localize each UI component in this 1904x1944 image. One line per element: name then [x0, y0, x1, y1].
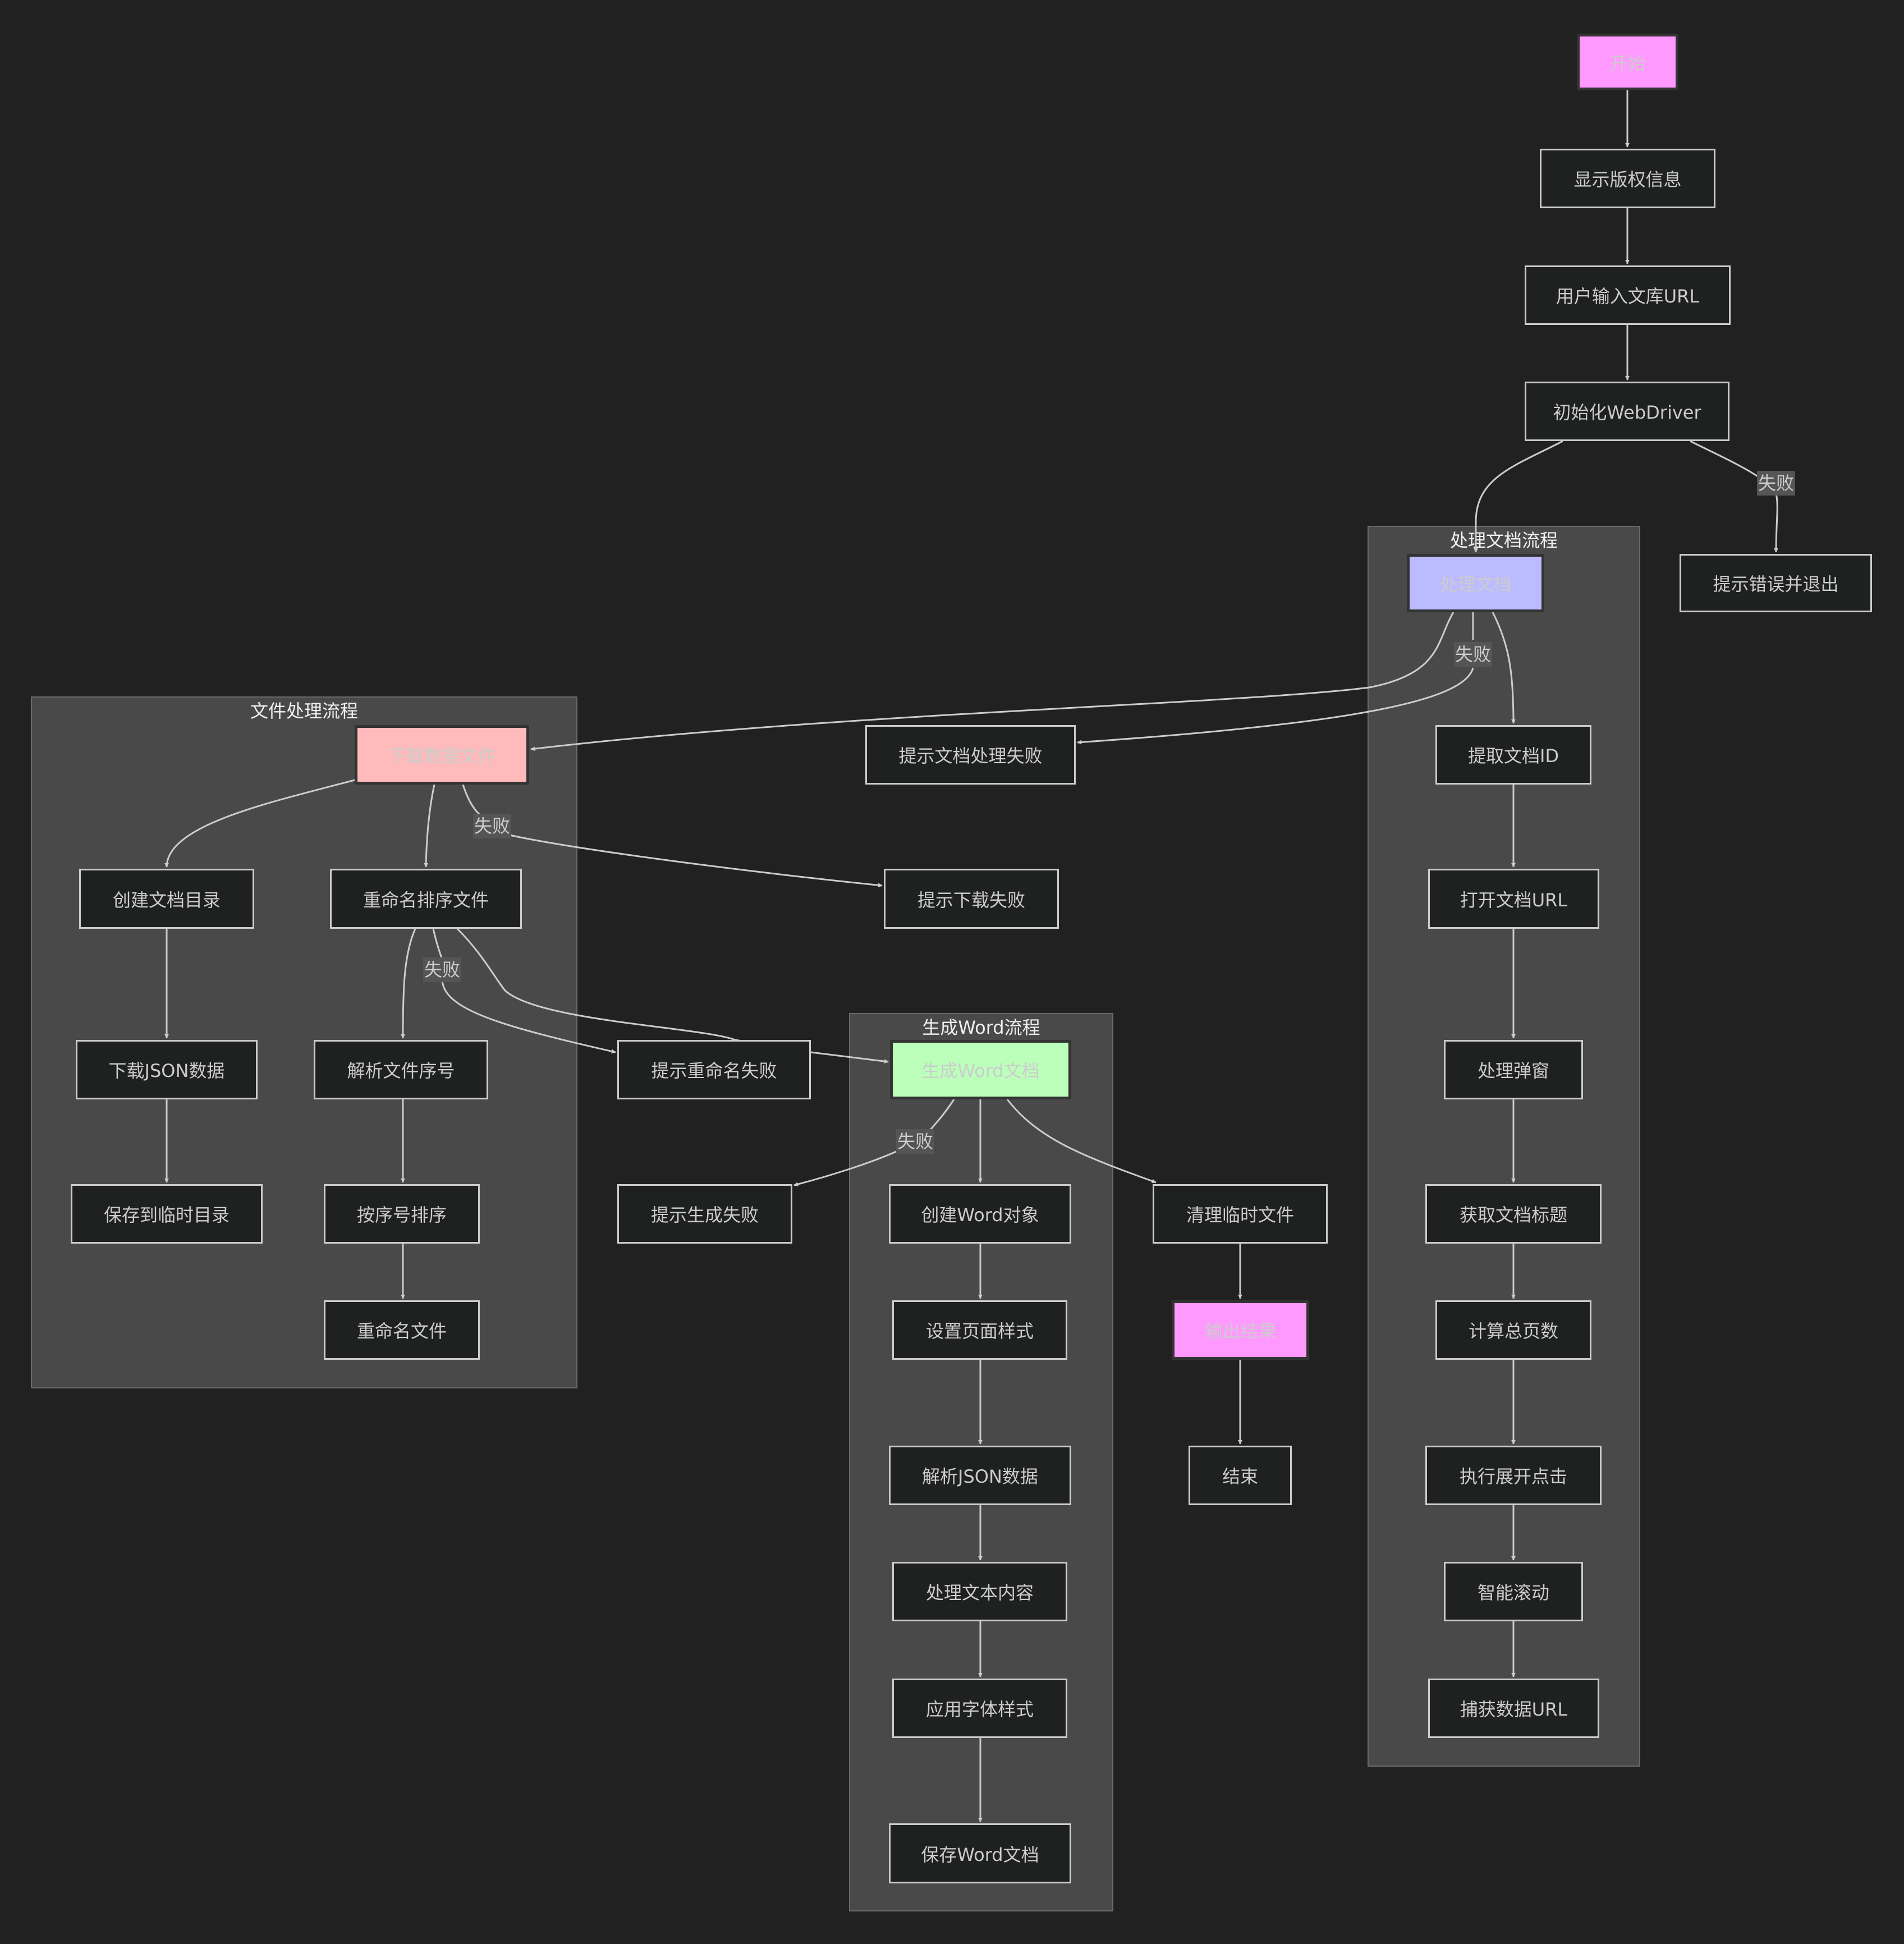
node-label: 清理临时文件 — [1186, 1204, 1294, 1226]
node-init-webdriver: 初始化WebDriver — [1525, 382, 1729, 441]
edge-label-init-fail: 失败 — [1756, 471, 1796, 496]
edge-label-doc-fail: 失败 — [1453, 642, 1493, 667]
edge-gen_word-to-clean_temp — [1006, 1099, 1157, 1184]
cluster-title: 文件处理流程 — [250, 700, 358, 722]
node-process-doc: 处理文档 — [1407, 554, 1544, 612]
node-label: 解析JSON数据 — [922, 1466, 1038, 1487]
node-font-style: 应用字体样式 — [892, 1679, 1067, 1738]
node-gen-fail: 提示生成失败 — [617, 1184, 792, 1244]
node-label: 打开文档URL — [1460, 889, 1568, 911]
node-clean-temp: 清理临时文件 — [1153, 1184, 1328, 1244]
node-label: 提示重命名失败 — [651, 1060, 777, 1081]
cluster-title: 生成Word流程 — [922, 1017, 1040, 1038]
node-rename-sort: 重命名排序文件 — [330, 869, 522, 929]
node-label: 提取文档ID — [1467, 745, 1559, 767]
edge-process_doc-to-doc_fail — [1077, 612, 1474, 742]
node-label: 智能滚动 — [1477, 1582, 1549, 1603]
edge-process_doc-to-download_files — [530, 612, 1455, 751]
node-save-word: 保存Word文档 — [889, 1823, 1071, 1883]
node-doc-fail: 提示文档处理失败 — [865, 725, 1076, 785]
node-create-word: 创建Word对象 — [889, 1184, 1071, 1244]
node-page-style: 设置页面样式 — [892, 1300, 1067, 1360]
node-save-temp: 保存到临时目录 — [71, 1184, 263, 1244]
edge-label-rename-fail: 失败 — [423, 957, 462, 982]
node-get-title: 获取文档标题 — [1425, 1184, 1602, 1244]
node-download-fail: 提示下载失败 — [884, 869, 1059, 929]
node-label: 下载数据文件 — [388, 745, 496, 767]
node-show-copyright: 显示版权信息 — [1540, 149, 1715, 208]
node-label: 处理弹窗 — [1477, 1060, 1549, 1081]
node-extract-id: 提取文档ID — [1435, 725, 1591, 785]
node-rename-fail: 提示重命名失败 — [617, 1040, 811, 1099]
edge-download_files-to-download_fail — [462, 784, 882, 886]
node-label: 保存Word文档 — [921, 1844, 1039, 1865]
edge-label-download-fail: 失败 — [472, 814, 512, 838]
node-label: 创建文档目录 — [112, 889, 221, 911]
edge-rename_sort-to-rename_fail — [432, 928, 616, 1052]
node-download-json: 下载JSON数据 — [76, 1040, 258, 1099]
edge-download_files-to-create_dir — [164, 779, 355, 868]
node-output-result: 输出结果 — [1172, 1300, 1309, 1360]
edge-init_webdriver-to-error_exit — [1690, 440, 1779, 553]
node-label: 生成Word文档 — [921, 1060, 1040, 1081]
node-open-url: 打开文档URL — [1428, 869, 1599, 929]
node-label: 执行展开点击 — [1459, 1466, 1567, 1487]
edge-init_webdriver-to-process_doc — [1474, 440, 1563, 553]
node-label: 处理文本内容 — [925, 1582, 1034, 1603]
node-label: 开始 — [1609, 52, 1646, 74]
node-gen-word: 生成Word文档 — [890, 1040, 1071, 1099]
node-parse-index: 解析文件序号 — [314, 1040, 488, 1099]
edge-label-gen-fail: 失败 — [896, 1129, 935, 1154]
node-end: 结束 — [1189, 1446, 1292, 1505]
node-process-text: 处理文本内容 — [892, 1562, 1067, 1621]
node-label: 按序号排序 — [356, 1204, 447, 1226]
node-start: 开始 — [1577, 34, 1678, 90]
node-label: 提示文档处理失败 — [898, 745, 1043, 767]
node-rename-files: 重命名文件 — [324, 1300, 480, 1360]
node-label: 下载JSON数据 — [108, 1060, 225, 1081]
cluster-title: 处理文档流程 — [1449, 530, 1558, 551]
node-label: 设置页面样式 — [925, 1321, 1034, 1342]
node-label: 解析文件序号 — [347, 1060, 455, 1081]
node-error-exit: 提示错误并退出 — [1680, 554, 1872, 612]
node-label: 应用字体样式 — [925, 1699, 1034, 1720]
node-label: 显示版权信息 — [1573, 169, 1682, 190]
node-input-url: 用户输入文库URL — [1525, 265, 1731, 325]
node-download-files: 下载数据文件 — [355, 725, 529, 785]
node-label: 结束 — [1222, 1466, 1258, 1487]
node-parse-json: 解析JSON数据 — [889, 1446, 1071, 1505]
node-sort-index: 按序号排序 — [324, 1184, 480, 1244]
node-label: 获取文档标题 — [1459, 1204, 1567, 1226]
node-label: 处理文档 — [1439, 574, 1512, 595]
node-expand-click: 执行展开点击 — [1425, 1446, 1602, 1505]
node-label: 初始化WebDriver — [1553, 402, 1701, 423]
edge-process_doc-to-extract_id — [1492, 612, 1516, 724]
node-label: 重命名排序文件 — [363, 889, 489, 911]
node-label: 用户输入文库URL — [1556, 286, 1700, 307]
node-label: 捕获数据URL — [1460, 1699, 1568, 1720]
node-capture-urls: 捕获数据URL — [1428, 1679, 1599, 1738]
node-handle-popup: 处理弹窗 — [1444, 1040, 1583, 1099]
edge-rename_sort-to-parse_index — [401, 928, 416, 1039]
edge-rename_sort-to-gen_word — [456, 928, 889, 1064]
node-label: 提示下载失败 — [917, 889, 1025, 911]
node-label: 提示生成失败 — [650, 1204, 759, 1226]
node-label: 保存到临时目录 — [103, 1204, 230, 1226]
node-create-dir: 创建文档目录 — [79, 869, 254, 929]
node-smart-scroll: 智能滚动 — [1444, 1562, 1583, 1621]
node-label: 输出结果 — [1204, 1321, 1277, 1342]
node-label: 创建Word对象 — [921, 1204, 1039, 1226]
node-calc-pages: 计算总页数 — [1435, 1300, 1591, 1360]
node-label: 重命名文件 — [356, 1321, 447, 1342]
node-label: 计算总页数 — [1468, 1321, 1558, 1342]
edge-download_files-to-rename_sort — [424, 784, 435, 868]
node-label: 提示错误并退出 — [1713, 574, 1839, 595]
